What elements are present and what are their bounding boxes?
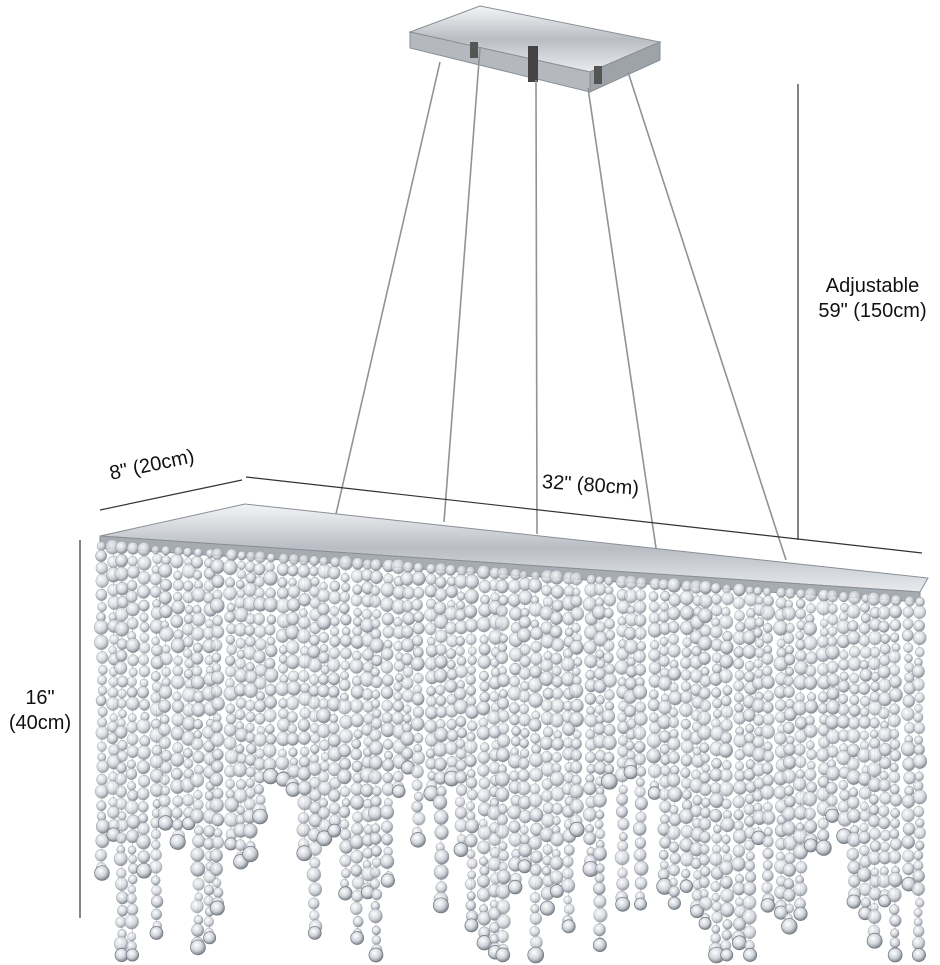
width-dimension-line (245, 476, 923, 554)
adjustable-label-line2: 59" (150cm) (818, 300, 927, 322)
crystal-strands (93, 539, 928, 964)
depth-dimension-line (99, 479, 243, 511)
height-label-line1: 16" (25, 687, 55, 709)
height-label: 16" (40cm) (0, 686, 80, 736)
adjustable-length-label: Adjustable 59" (150cm) (805, 274, 940, 324)
suspension-cables (335, 47, 787, 561)
adjustable-label-line1: Adjustable (825, 275, 920, 297)
height-label-line2: (40cm) (8, 712, 72, 734)
dimension-lines (79, 84, 923, 918)
ceiling-canopy (408, 5, 662, 93)
